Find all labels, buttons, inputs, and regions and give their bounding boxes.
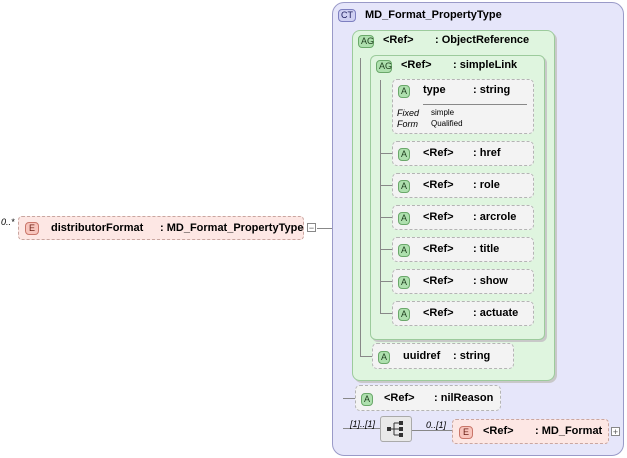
attribute-badge: A xyxy=(378,351,390,364)
attribute-badge: A xyxy=(398,276,410,289)
element-type: : MD_Format_PropertyType xyxy=(160,222,304,234)
attribute-ref: <Ref> xyxy=(423,211,454,223)
collapse-icon[interactable]: − xyxy=(307,223,316,233)
fixed-value: simple xyxy=(431,108,455,117)
attribute-name: : href xyxy=(473,147,501,159)
group-ref: <Ref> xyxy=(401,59,432,71)
uuidref-attribute[interactable]: A uuidref : string xyxy=(372,343,514,369)
complex-type-name: MD_Format_PropertyType xyxy=(365,9,502,21)
connector-show xyxy=(380,281,392,282)
element-badge: E xyxy=(459,426,473,439)
connector-role xyxy=(380,185,392,186)
md-format-element[interactable]: E <Ref> : MD_Format xyxy=(452,419,609,444)
connector-md-format xyxy=(412,430,452,431)
attribute-type: : string xyxy=(473,84,511,96)
ct-badge: CT xyxy=(338,9,356,22)
sequence-cardinality: [1]..[1] xyxy=(350,419,376,429)
connector-actuate xyxy=(380,313,392,314)
connector-simplelink-trunk xyxy=(380,80,381,314)
element-badge: E xyxy=(25,222,39,235)
attribute-ref: <Ref> xyxy=(423,179,454,191)
attribute-badge: A xyxy=(398,148,410,161)
nilreason-attribute[interactable]: A <Ref> : nilReason xyxy=(355,385,501,411)
title-attribute[interactable]: A <Ref> : title xyxy=(392,237,534,262)
distributor-format-element[interactable]: E distributorFormat : MD_Format_Property… xyxy=(18,216,304,240)
attribute-ref: <Ref> xyxy=(423,275,454,287)
connector-objref-to-uuidref xyxy=(360,356,372,357)
group-name: : ObjectReference xyxy=(435,34,530,46)
element-name: distributorFormat xyxy=(51,222,144,234)
form-label: Form xyxy=(397,119,418,129)
show-attribute[interactable]: A <Ref> : show xyxy=(392,269,534,294)
sequence-compositor[interactable] xyxy=(380,416,412,442)
arcrole-attribute[interactable]: A <Ref> : arcrole xyxy=(392,205,534,230)
ag-badge: AG xyxy=(376,60,392,73)
group-name: : simpleLink xyxy=(453,59,518,71)
root-cardinality: 0..* xyxy=(1,217,15,227)
attribute-badge: A xyxy=(398,85,410,98)
connector-arcrole xyxy=(380,217,392,218)
connector-title xyxy=(380,249,392,250)
attribute-badge: A xyxy=(398,244,410,257)
connector-root-to-ct xyxy=(317,228,343,229)
md-format-cardinality: 0..[1] xyxy=(426,420,447,430)
attribute-badge: A xyxy=(398,308,410,321)
attribute-name: : role xyxy=(473,179,500,191)
connector-sequence xyxy=(343,428,380,429)
attribute-name: : nilReason xyxy=(434,392,494,404)
attribute-badge: A xyxy=(361,393,373,406)
attribute-ref: <Ref> xyxy=(384,392,415,404)
attribute-name: type xyxy=(423,84,446,96)
element-ref: <Ref> xyxy=(483,425,514,437)
sequence-icon xyxy=(387,421,403,437)
attribute-name: uuidref xyxy=(403,350,441,362)
attribute-badge: A xyxy=(398,180,410,193)
attribute-ref: <Ref> xyxy=(423,147,454,159)
fixed-label: Fixed xyxy=(397,108,420,118)
group-ref: <Ref> xyxy=(383,34,414,46)
connector-objref-trunk xyxy=(360,58,361,356)
attribute-type: : string xyxy=(453,350,491,362)
attribute-name: : actuate xyxy=(473,307,519,319)
role-attribute[interactable]: A <Ref> : role xyxy=(392,173,534,198)
connector-nilreason xyxy=(343,398,355,399)
attribute-name: : arcrole xyxy=(473,211,517,223)
attribute-badge: A xyxy=(398,212,410,225)
attribute-name: : show xyxy=(473,275,508,287)
actuate-attribute[interactable]: A <Ref> : actuate xyxy=(392,301,534,326)
attribute-ref: <Ref> xyxy=(423,243,454,255)
expand-icon[interactable]: + xyxy=(611,427,620,437)
attribute-name: : title xyxy=(473,243,500,255)
href-attribute[interactable]: A <Ref> : href xyxy=(392,141,534,166)
type-attribute[interactable]: A type : string Fixed simple Form Qualif… xyxy=(392,79,534,134)
connector-href xyxy=(380,153,392,154)
element-name: : MD_Format xyxy=(535,425,603,437)
form-value: Qualified xyxy=(431,119,463,128)
attribute-divider xyxy=(423,104,527,105)
ag-badge: AG xyxy=(358,35,374,48)
attribute-ref: <Ref> xyxy=(423,307,454,319)
